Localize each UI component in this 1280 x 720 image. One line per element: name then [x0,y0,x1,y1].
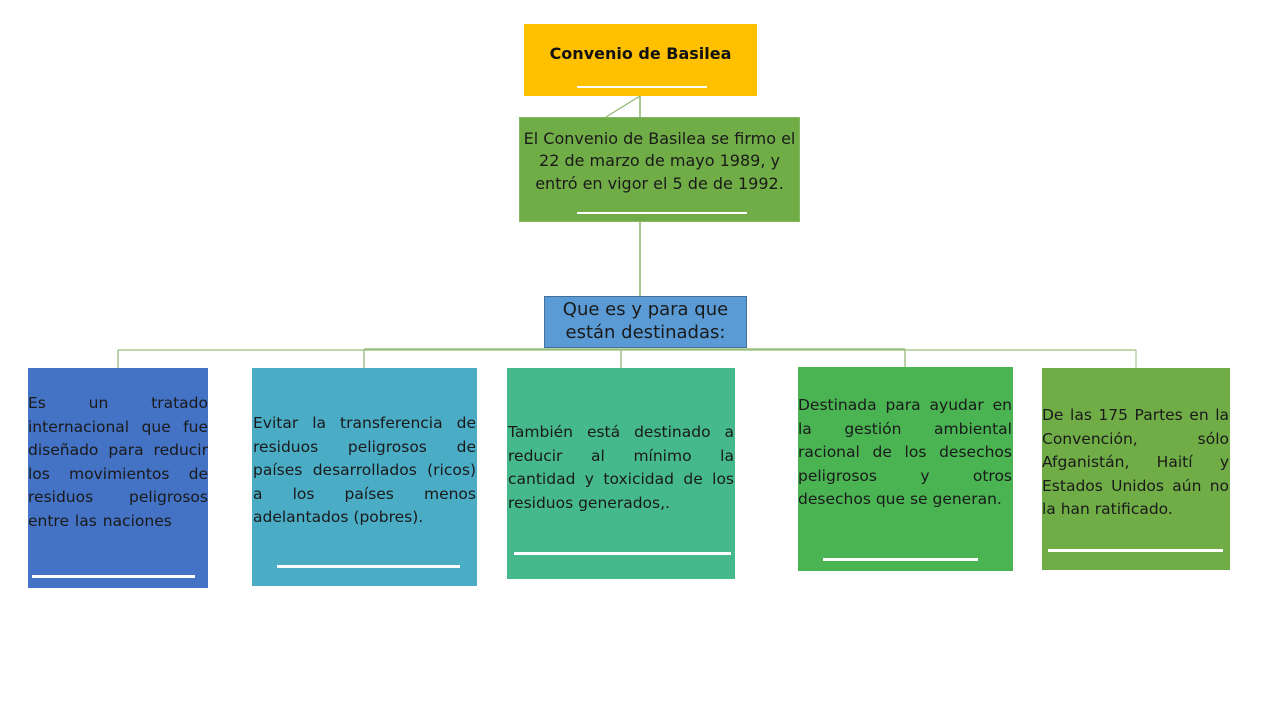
intro-node: El Convenio de Basilea se firmo el 22 de… [519,117,800,222]
question-text: Que es y para que están destinadas: [562,299,729,344]
intro-text: El Convenio de Basilea se firmo el 22 de… [523,129,796,193]
leaf-node-gestion: Destinada para ayudar en la gestión ambi… [798,367,1013,571]
leaf-node-ratificacion: De las 175 Partes en la Convención, sólo… [1042,368,1230,570]
leaf-node-reducir: También está destinado a reducir al míni… [507,368,735,579]
leaf-node-tratado: Es un tratado internacional que fue dise… [28,368,208,588]
leaf-node-transferencia: Evitar la transferencia de residuos peli… [252,368,477,586]
leaf-text: También está destinado a reducir al míni… [508,423,734,512]
leaf-underline [277,565,460,568]
intro-underline [577,212,747,214]
leaf-text: Es un tratado internacional que fue dise… [28,394,208,530]
leaf-text: De las 175 Partes en la Convención, sólo… [1042,406,1229,519]
leaf-text: Evitar la transferencia de residuos peli… [253,414,476,527]
question-node: Que es y para que están destinadas: [544,296,747,348]
leaf-underline [823,558,978,561]
leaf-underline [514,552,731,555]
title-node: Convenio de Basilea [524,24,757,96]
leaf-underline [32,575,195,578]
leaf-underline [1048,549,1223,552]
title-underline [577,86,707,88]
leaf-text: Destinada para ayudar en la gestión ambi… [798,396,1012,509]
title-text: Convenio de Basilea [549,44,732,63]
